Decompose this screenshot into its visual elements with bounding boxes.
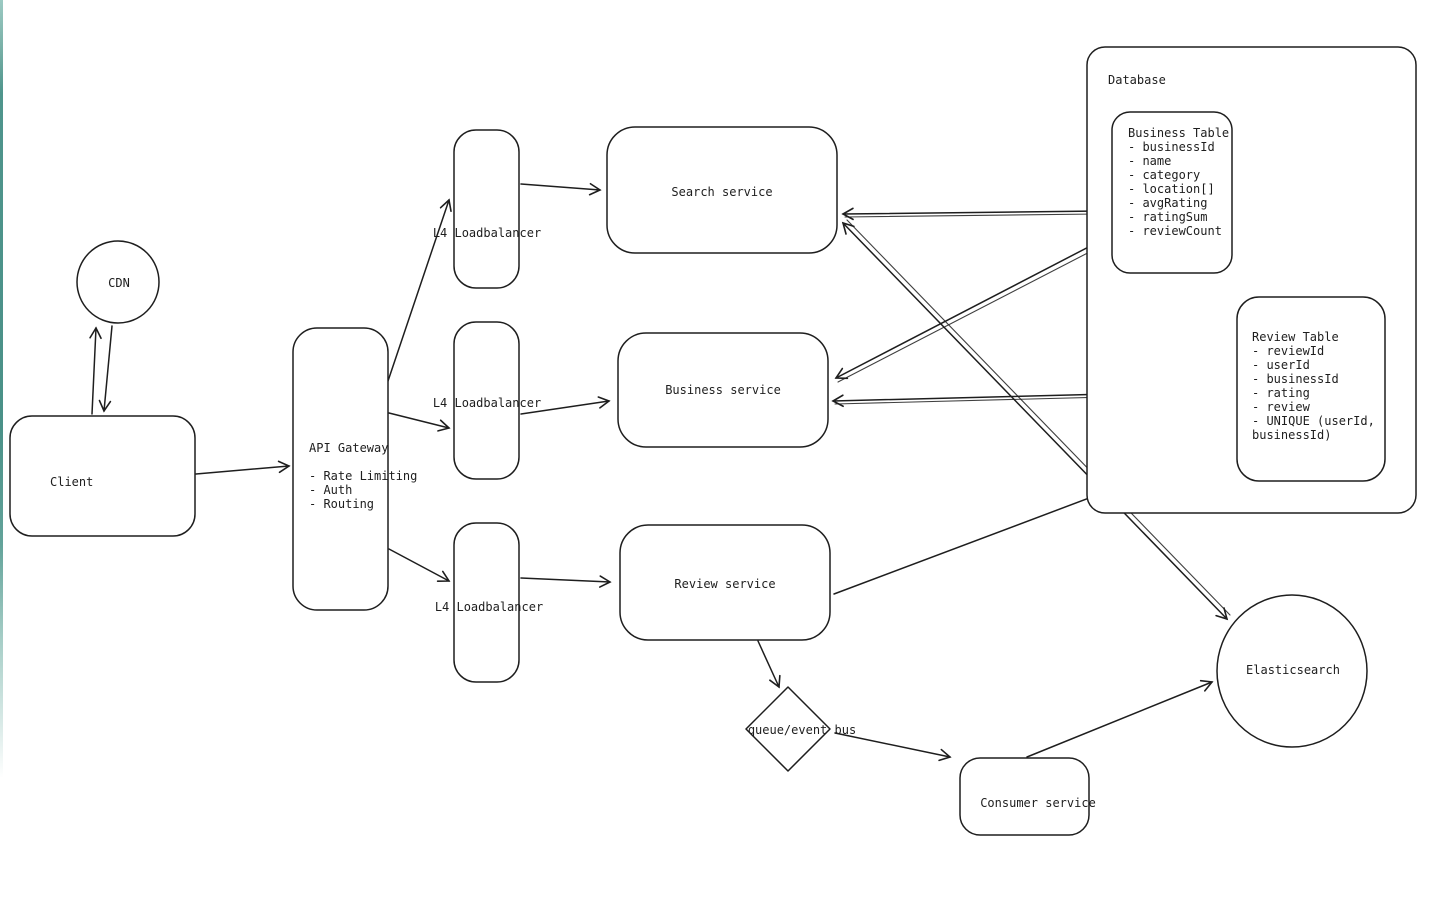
business-table-title: Business Table [1128, 126, 1229, 140]
review-table-field: businessId) [1252, 428, 1331, 442]
lb-review-label: L4 Loadbalancer [435, 600, 543, 614]
client-label: Client [50, 475, 93, 489]
review-table-title: Review Table [1252, 330, 1339, 344]
business-service-node[interactable]: Business service [617, 332, 829, 448]
arrow-client-to-api-gateway[interactable] [195, 460, 291, 475]
api-gateway-node[interactable]: API Gateway - Rate Limiting - Auth - Rou… [292, 327, 417, 611]
business-service-label: Business service [665, 383, 781, 397]
lb-search-node[interactable]: L4 Loadbalancer [433, 129, 541, 289]
api-gateway-feature: - Routing [309, 497, 374, 511]
arrow-lb-to-search-service[interactable] [520, 182, 602, 196]
api-gateway-title: API Gateway [309, 441, 388, 455]
review-table-field: - businessId [1252, 372, 1339, 386]
cdn-node[interactable]: CDN [76, 240, 160, 324]
arrow-queue-to-consumer-service[interactable] [834, 732, 952, 762]
database-label: Database [1108, 73, 1166, 87]
arrow-lb-to-business-service[interactable] [520, 396, 611, 415]
queue-event-bus-label: queue/event bus [748, 723, 856, 737]
arrow-api-gateway-to-lb-review[interactable] [388, 548, 451, 582]
queue-event-bus-node[interactable]: queue/event bus [745, 686, 856, 772]
arrow-search-service-business-table[interactable] [841, 204, 1102, 221]
business-table-node[interactable]: Business Table - businessId - name - cat… [1111, 111, 1233, 274]
client-node[interactable]: Client [9, 415, 196, 537]
elasticsearch-label: Elasticsearch [1246, 663, 1340, 677]
api-gateway-feature: - Auth [309, 483, 352, 497]
arrow-api-gateway-to-lb-search[interactable] [387, 198, 452, 382]
arrow-lb-to-review-service[interactable] [520, 575, 612, 588]
elasticsearch-node[interactable]: Elasticsearch [1216, 594, 1368, 748]
arrow-consumer-service-to-elasticsearch[interactable] [1026, 679, 1214, 758]
review-service-label: Review service [674, 577, 775, 591]
consumer-service-node[interactable]: Consumer service [959, 757, 1096, 836]
lb-business-node[interactable]: L4 Loadbalancer [433, 321, 541, 480]
business-table-field: - name [1128, 154, 1171, 168]
window-edge-stripe [0, 0, 3, 778]
consumer-service-label: Consumer service [980, 796, 1096, 810]
search-service-label: Search service [671, 185, 772, 199]
arrow-business-service-business-table[interactable] [834, 238, 1104, 380]
review-service-node[interactable]: Review service [619, 524, 831, 641]
review-table-node[interactable]: Review Table - reviewId - userId - busin… [1236, 296, 1386, 482]
review-table-field: - rating [1252, 386, 1310, 400]
business-table-field: - avgRating [1128, 196, 1207, 210]
lb-business-label: L4 Loadbalancer [433, 396, 541, 410]
review-table-field: - userId [1252, 358, 1310, 372]
business-table-field: - reviewCount [1128, 224, 1222, 238]
arrow-business-service-business-table-sketch [837, 243, 1106, 383]
arrow-cdn-to-client[interactable] [98, 325, 113, 413]
lb-review-node[interactable]: L4 Loadbalancer [435, 522, 543, 683]
lb-search-label: L4 Loadbalancer [433, 226, 541, 240]
cdn-label: CDN [108, 276, 130, 290]
arrow-review-service-to-queue[interactable] [757, 640, 781, 689]
business-table-field: - category [1128, 168, 1200, 182]
business-table-field: - ratingSum [1128, 210, 1207, 224]
business-table-field: - businessId [1128, 140, 1215, 154]
api-gateway-feature: - Rate Limiting [309, 469, 417, 483]
review-table-field: - UNIQUE (userId, [1252, 414, 1375, 428]
business-table-field: - location[] [1128, 182, 1215, 196]
search-service-node[interactable]: Search service [606, 126, 838, 254]
edges [89, 182, 1232, 762]
arrow-search-service-business-table-sketch [844, 213, 1099, 218]
review-table-field: - review [1252, 400, 1311, 414]
arrow-api-gateway-to-lb-business[interactable] [388, 412, 451, 432]
arrow-client-to-cdn[interactable] [89, 326, 102, 415]
review-table-field: - reviewId [1252, 344, 1324, 358]
